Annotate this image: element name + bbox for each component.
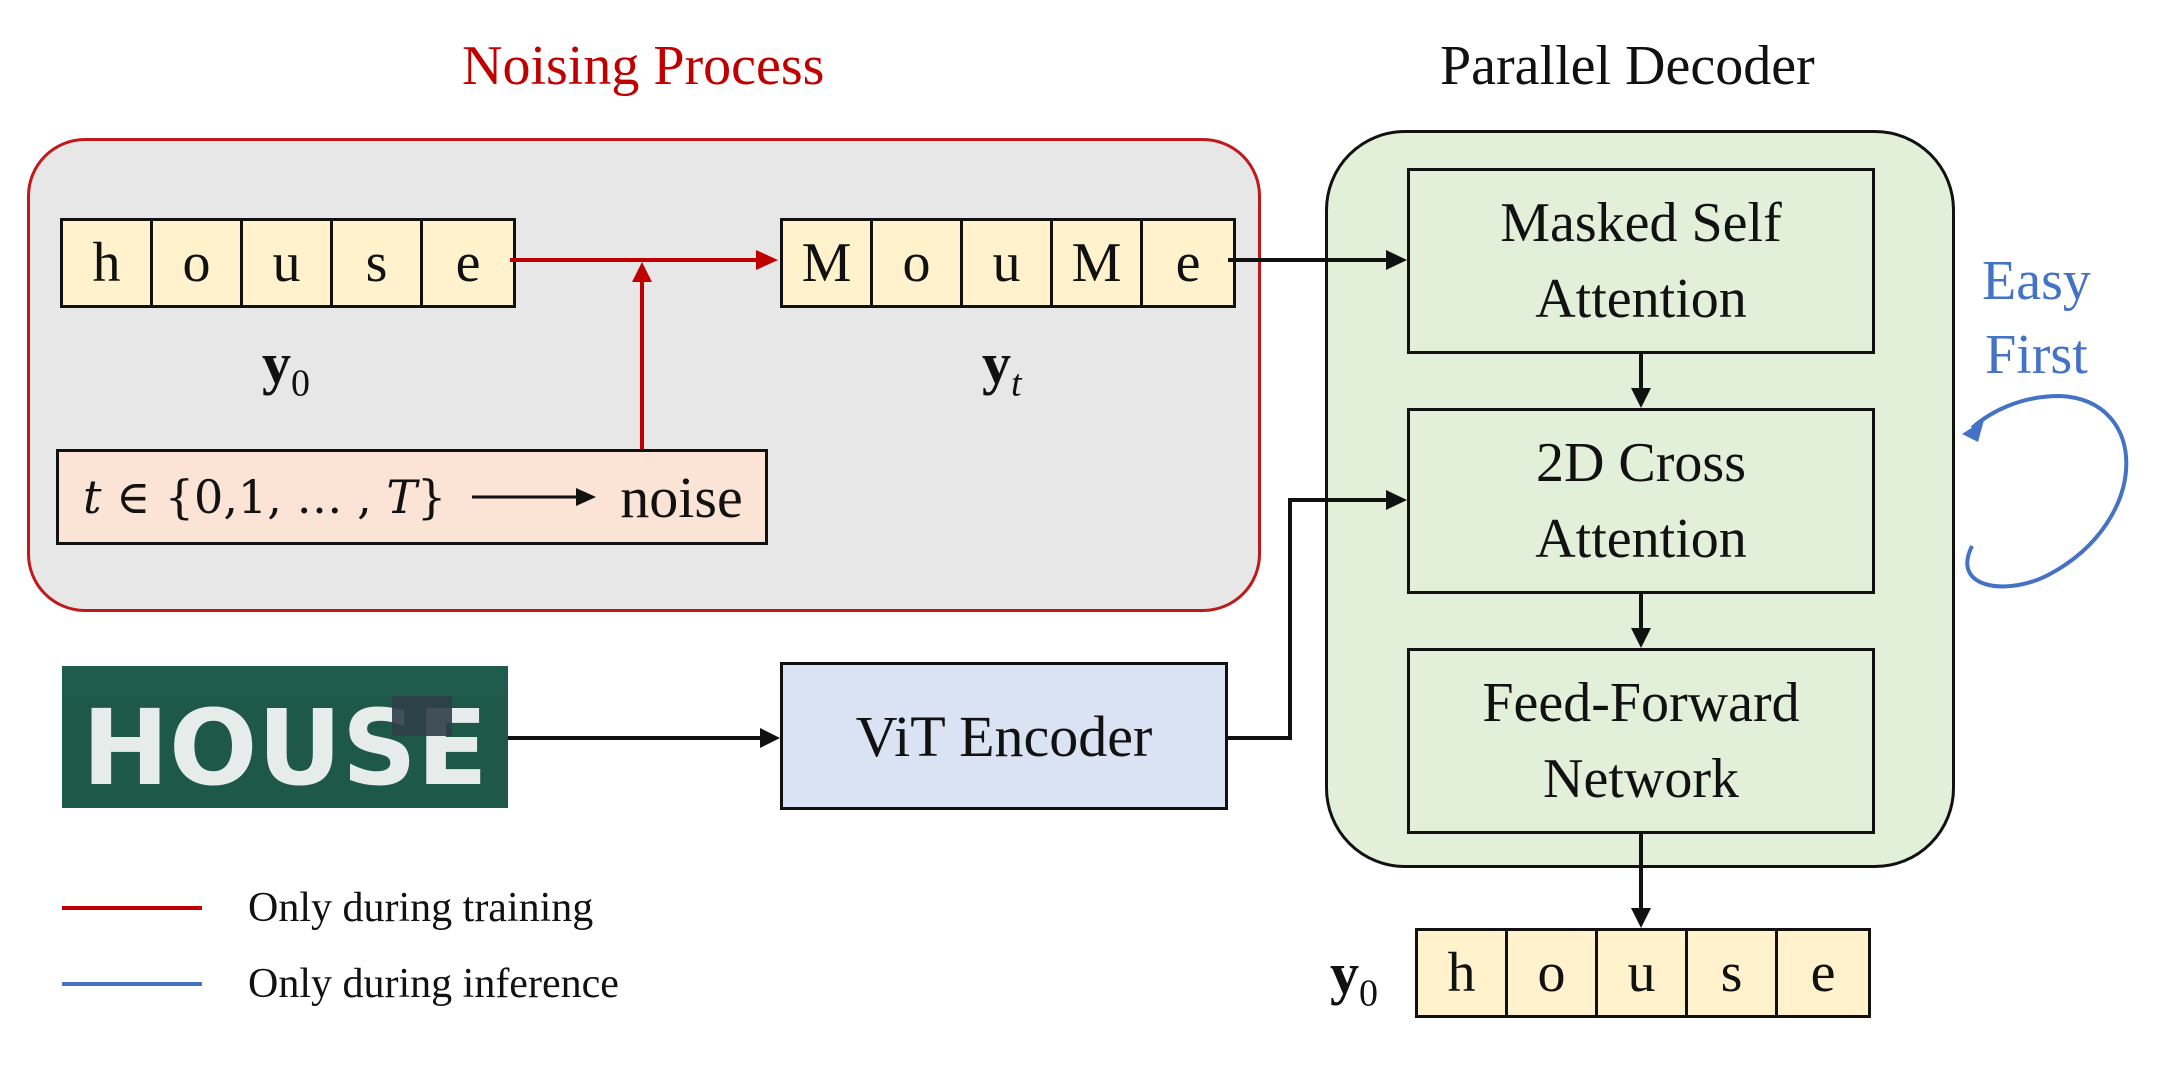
parallel-decoder-title: Parallel Decoder	[1440, 35, 1815, 97]
token: e	[1175, 232, 1201, 294]
yt-to-decoder-arrowhead	[1386, 250, 1407, 270]
legend-inference-label: Only during inference	[248, 961, 619, 1007]
token: u	[243, 221, 333, 305]
easy-first-loop-arrow	[1965, 393, 2129, 589]
token: e	[455, 232, 481, 294]
token: e	[1810, 942, 1836, 1004]
yt-label-subscript: t	[1011, 362, 1022, 405]
y0-label-subscript: 0	[291, 362, 310, 405]
house-image-drawing: HOUSE	[62, 666, 508, 808]
output-y0-label: y0	[1330, 940, 1378, 1016]
cross-to-ffn-arrowhead	[1631, 628, 1651, 648]
token: u	[963, 221, 1053, 305]
legend-inference-line	[62, 982, 202, 986]
feed-forward-block: Feed-Forward Network	[1407, 648, 1875, 834]
easy-first-line1: Easy	[1982, 250, 2091, 312]
yt-label: yt	[982, 330, 1022, 406]
token: h	[63, 221, 153, 305]
token: o	[153, 221, 243, 305]
yt-label-symbol: y	[982, 331, 1011, 396]
token: o	[873, 221, 963, 305]
legend-training-label: Only during training	[248, 885, 594, 931]
easy-first-label: Easy First	[1982, 244, 2091, 392]
y0-token-sequence: h o u s e	[60, 218, 516, 308]
output-token-sequence: h o u s e	[1415, 928, 1871, 1018]
y0-label-symbol: y	[262, 331, 291, 396]
cross-attention-block: 2D Cross Attention	[1407, 408, 1875, 594]
ffn-to-output-arrowhead	[1631, 908, 1651, 928]
token: M	[783, 221, 873, 305]
token: s	[1688, 931, 1778, 1015]
timestep-to-noise-arrow	[472, 488, 597, 506]
masked-self-attention-block: Masked Self Attention	[1407, 168, 1875, 354]
easy-first-loop-arrowhead	[1962, 420, 1984, 442]
output-y0-symbol: y	[1330, 941, 1359, 1006]
yt-token-sequence: M o u M e	[780, 218, 1236, 308]
self-to-cross-arrowhead	[1631, 388, 1651, 408]
easy-first-line2: First	[1985, 324, 2088, 386]
timestep-noise-box: 𝑡 ∈ {0,1, … , 𝑇} noise	[56, 449, 768, 545]
token: u	[1598, 931, 1688, 1015]
token: M	[1053, 221, 1143, 305]
encoder-to-cross-attention-arrow	[1228, 498, 1388, 740]
noising-arrowhead	[756, 250, 778, 270]
vit-encoder-block: ViT Encoder	[780, 662, 1228, 810]
noise-label: noise	[620, 464, 743, 530]
token: o	[1508, 931, 1598, 1015]
noising-process-title: Noising Process	[462, 35, 825, 97]
token: s	[333, 221, 423, 305]
token: h	[1418, 931, 1508, 1015]
output-y0-subscript: 0	[1359, 972, 1378, 1015]
encoder-to-cross-attention-arrowhead	[1386, 490, 1407, 510]
timestep-formula: 𝑡 ∈ {0,1, … , 𝑇}	[83, 470, 447, 524]
input-text-image: HOUSE	[62, 666, 508, 808]
image-to-encoder-arrowhead	[760, 728, 780, 748]
y0-label: y0	[262, 330, 310, 406]
legend-training-line	[62, 906, 202, 910]
noise-injection-arrowhead	[632, 262, 652, 282]
